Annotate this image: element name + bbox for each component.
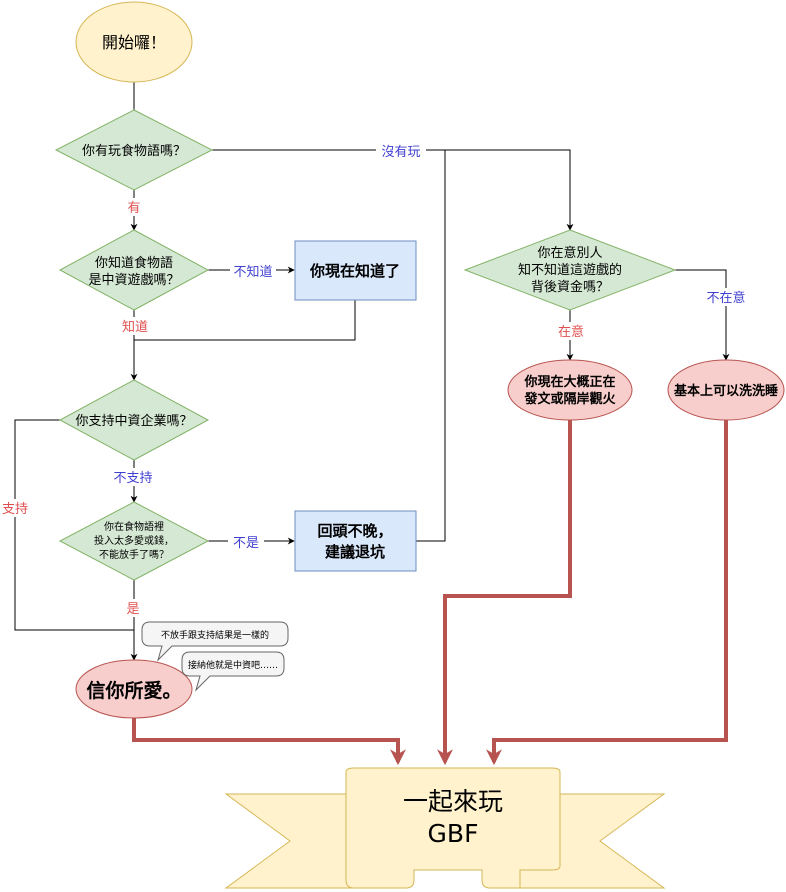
edge-love-to-banner — [132, 718, 406, 766]
label-dont-know: 不知道 — [233, 264, 272, 280]
label-care: 在意 — [558, 324, 584, 340]
end-watching-line-1: 你現在大概正在 — [523, 374, 615, 390]
edge-info-to-join — [134, 300, 356, 341]
label-no: 不是 — [233, 536, 259, 551]
end-sleep: 基本上可以洗洗睡 — [667, 359, 785, 421]
decision-know-line-2: 是中資遊戲嗎？ — [88, 273, 179, 288]
callout-2-label: 接納他就是中資吧…… — [188, 659, 278, 671]
end-watching: 你現在大概正在 發文或隔岸觀火 — [507, 359, 633, 421]
label-have: 有 — [127, 201, 140, 216]
callout-1: 不放手跟支持結果是一樣的 — [141, 621, 289, 662]
label-not-support: 不支持 — [113, 471, 152, 486]
callout-1-label: 不放手跟支持結果是一樣的 — [161, 629, 269, 641]
info-not-late-line-2: 建議退坑 — [325, 543, 385, 561]
banner: 一起來玩 GBF — [224, 767, 666, 889]
decision-invested-line-3: 不能放手了嗎？ — [99, 548, 169, 561]
edge-care-to-sleep — [675, 269, 730, 361]
start-label: 開始囉！ — [102, 33, 166, 52]
edge-play-to-care — [212, 149, 574, 231]
label-yes: 是 — [126, 602, 139, 617]
decision-care-line-1: 你在意別人 — [537, 245, 602, 261]
start-node: 開始囉！ — [75, 1, 193, 83]
decision-play: 你有玩食物語嗎？ — [54, 109, 214, 191]
edge-sleep-to-banner — [486, 420, 728, 766]
edge-notlate-to-care — [416, 150, 446, 542]
decision-care: 你在意別人 知不知道這遊戲的 背後資金嗎？ — [463, 229, 677, 311]
decision-know-line-1: 你知道食物語 — [95, 255, 173, 271]
edge-watching-to-banner — [437, 420, 572, 766]
info-now-know: 你現在知道了 — [294, 240, 417, 301]
label-dont-care: 不在意 — [706, 290, 745, 306]
label-know: 知道 — [122, 319, 148, 335]
decision-support: 你支持中資企業嗎？ — [58, 379, 210, 461]
banner-line-2: GBF — [428, 819, 479, 848]
edge-support-to-love — [14, 419, 134, 631]
info-not-late: 回頭不晚， 建議退坑 — [294, 510, 417, 572]
label-not-played: 沒有玩 — [381, 145, 420, 160]
end-love-label: 信你所愛。 — [86, 679, 181, 702]
decision-invested: 你在食物語裡 投入太多愛或錢， 不能放手了嗎？ — [58, 501, 210, 581]
decision-support-label: 你支持中資企業嗎？ — [75, 413, 192, 429]
decision-invested-line-2: 投入太多愛或錢， — [94, 534, 174, 547]
end-sleep-label: 基本上可以洗洗睡 — [673, 383, 778, 399]
banner-line-1: 一起來玩 — [403, 787, 503, 816]
info-now-know-label: 你現在知道了 — [309, 262, 400, 280]
decision-care-line-2: 知不知道這遊戲的 — [518, 262, 622, 278]
thick-edges — [132, 420, 728, 766]
decision-know: 你知道食物語 是中資遊戲嗎？ — [58, 229, 210, 311]
end-love: 信你所愛。 — [75, 659, 193, 719]
label-support: 支持 — [2, 502, 28, 517]
decision-play-label: 你有玩食物語嗎？ — [82, 143, 186, 159]
info-not-late-line-1: 回頭不晚， — [317, 522, 392, 540]
edge-labels: 沒有玩 有 不知道 知道 支持 不支持 不是 是 在意 不在意 — [0, 142, 750, 617]
decision-invested-line-1: 你在食物語裡 — [104, 520, 164, 533]
end-watching-line-2: 發文或隔岸觀火 — [523, 391, 616, 407]
decision-care-line-3: 背後資金嗎？ — [531, 279, 609, 295]
callout-2: 接納他就是中資吧…… — [181, 651, 285, 692]
